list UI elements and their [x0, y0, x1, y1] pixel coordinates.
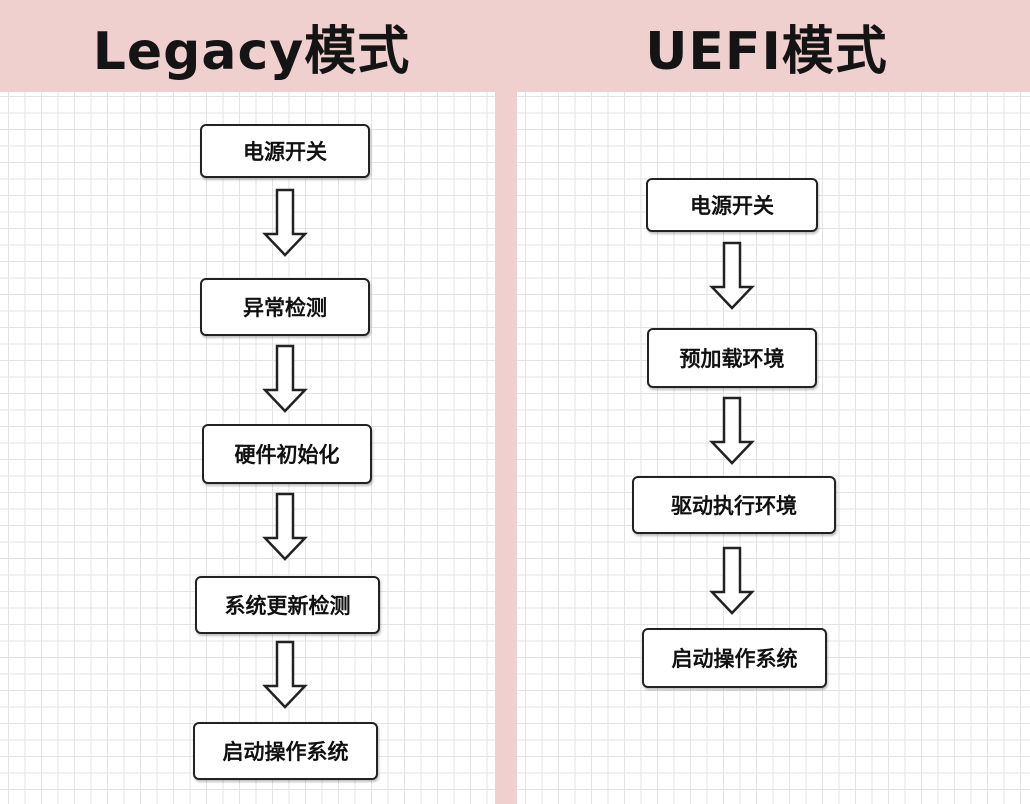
down-arrow-icon — [709, 546, 755, 616]
down-arrow-icon — [262, 640, 308, 710]
uefi-step-preload-environment: 预加载环境 — [647, 328, 817, 388]
uefi-step-boot-os: 启动操作系统 — [642, 628, 827, 688]
down-arrow-icon — [262, 344, 308, 414]
legacy-step-boot-os: 启动操作系统 — [193, 722, 378, 780]
uefi-step-power-switch: 电源开关 — [646, 178, 818, 232]
uefi-step-driver-execution-environment: 驱动执行环境 — [632, 476, 836, 534]
down-arrow-icon — [262, 188, 308, 258]
uefi-mode-title: UEFI模式 — [645, 21, 888, 82]
legacy-step-power-switch: 电源开关 — [200, 124, 370, 178]
legacy-mode-title: Legacy模式 — [92, 21, 411, 82]
legacy-step-hardware-init: 硬件初始化 — [202, 424, 372, 484]
down-arrow-icon — [262, 492, 308, 562]
down-arrow-icon — [709, 396, 755, 466]
legacy-step-system-update-check: 系统更新检测 — [195, 576, 380, 634]
legacy-step-anomaly-check: 异常检测 — [200, 278, 370, 336]
down-arrow-icon — [709, 241, 755, 311]
